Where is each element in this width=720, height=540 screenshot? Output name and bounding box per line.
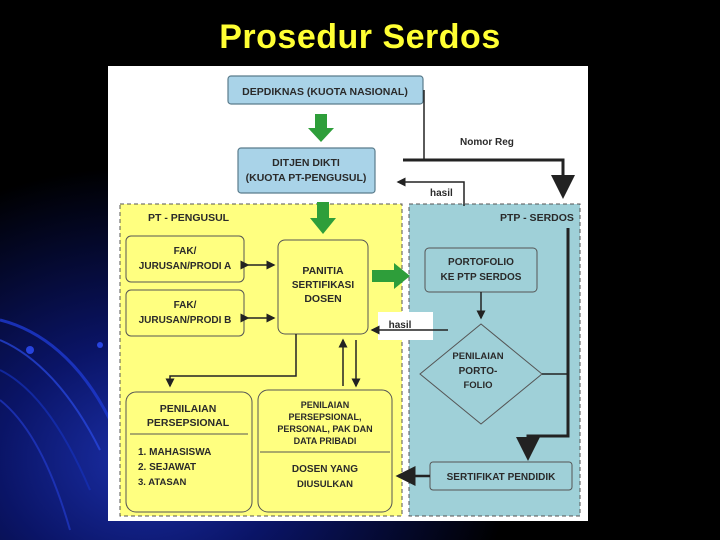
portofolio-box [424, 247, 538, 293]
ptp-down-arrow [516, 228, 570, 461]
ptp-serdos-label: PTP - SERDOS [500, 212, 574, 224]
penilaian-porto-label-3: FOLIO [463, 380, 492, 391]
green-arrow-down-1 [308, 114, 334, 142]
hasil-return-arrow [396, 177, 465, 206]
fak-prodi-b-label-1: FAK/ [174, 300, 197, 311]
penilaian-data-label-2: PERSEPSIONAL, [288, 412, 361, 422]
pt-pengusul-label: PT - PENGUSUL [148, 212, 230, 224]
nomor-reg-label: Nomor Reg [460, 137, 514, 148]
panitia-sertifikasi-box [277, 239, 369, 335]
penilaian-data-label-3: PERSONAL, PAK DAN [277, 424, 372, 434]
depdiknas-box [227, 75, 424, 105]
sertifikat-label: SERTIFIKAT PENDIDIK [447, 472, 556, 483]
persepsional-label-2: PERSEPSIONAL [147, 417, 230, 429]
diagram-panel: DEPDIKNAS (KUOTA NASIONAL) DITJEN DIKTI … [108, 66, 588, 521]
green-arrow-down-2 [310, 202, 336, 234]
dosen-label-1: DOSEN YANG [292, 464, 358, 475]
fak-prodi-b-box [125, 289, 245, 337]
fak-prodi-a-box [125, 235, 245, 283]
hasil-mid-box [378, 312, 433, 340]
panitia-label-2: SERTIFIKASI [292, 280, 354, 291]
hasil-top-label: hasil [430, 188, 453, 199]
persepsi-item-2: 2. SEJAWAT [138, 462, 196, 473]
penilaian-portofolio-diamond [419, 323, 543, 425]
penilaian-persepsional-box [125, 391, 253, 513]
panitia-label-3: DOSEN [304, 293, 341, 305]
persepsional-label-1: PENILAIAN [160, 403, 217, 415]
persepsi-item-3: 3. ATASAN [138, 477, 187, 488]
procedure-flowchart: DEPDIKNAS (KUOTA NASIONAL) DITJEN DIKTI … [119, 75, 581, 517]
fak-prodi-a-label-1: FAK/ [174, 246, 197, 257]
penilaian-porto-label-1: PENILAIAN [452, 351, 503, 362]
ditjen-dikti-label-1: DITJEN DIKTI [272, 157, 340, 169]
depdiknas-label: DEPDIKNAS (KUOTA NASIONAL) [242, 86, 408, 98]
dosen-label-2: DIUSULKAN [297, 479, 353, 490]
green-arrow-right [372, 263, 410, 289]
fak-prodi-a-label-2: JURUSAN/PRODI A [139, 261, 231, 272]
fak-prodi-b-label-2: JURUSAN/PRODI B [139, 315, 232, 326]
background-swirl-decoration [0, 318, 112, 531]
portofolio-label-2: KE PTP SERDOS [441, 272, 522, 283]
portofolio-label-1: PORTOFOLIO [448, 257, 514, 268]
slide-title: Prosedur Serdos [219, 18, 501, 56]
ditjen-dikti-box [237, 147, 376, 194]
panitia-label-1: PANITIA [302, 265, 344, 277]
penilaian-porto-label-2: PORTO- [459, 366, 498, 377]
persepsi-item-1: 1. MAHASISWA [138, 447, 211, 458]
ditjen-dikti-label-2: (KUOTA PT-PENGUSUL) [246, 172, 367, 184]
nomor-reg-arrow [403, 158, 575, 199]
penilaian-data-pribadi-box [257, 389, 393, 513]
hasil-mid-label: hasil [389, 320, 412, 331]
penilaian-data-label-1: PENILAIAN [301, 400, 350, 410]
penilaian-data-label-4: DATA PRIBADI [294, 436, 357, 446]
